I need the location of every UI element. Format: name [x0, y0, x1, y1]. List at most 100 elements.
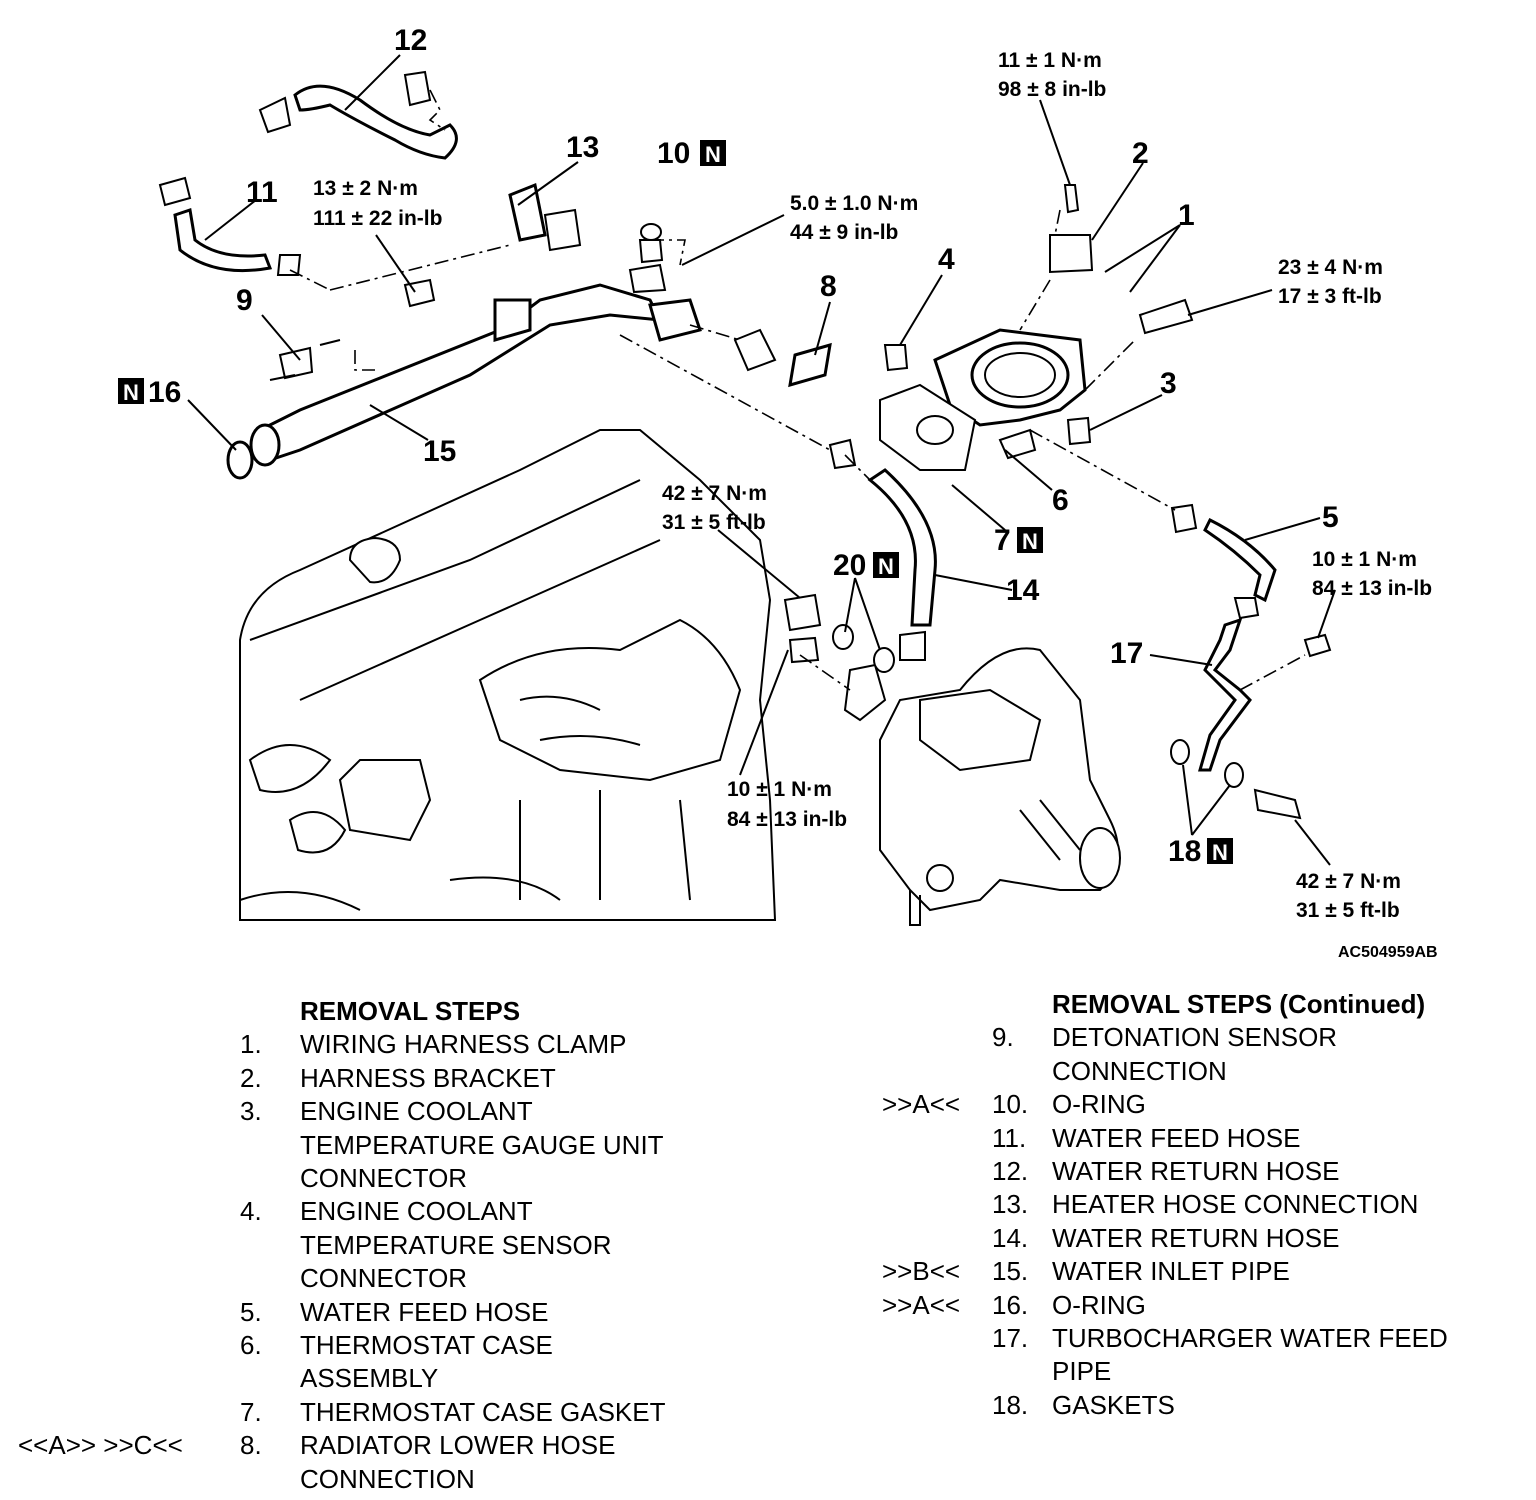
- step-item: 7. THERMOSTAT CASE GASKET: [0, 1396, 720, 1429]
- step-item: 14.WATER RETURN HOSE: [860, 1222, 1536, 1255]
- step-number: 3.: [240, 1096, 262, 1127]
- callout-8: 8: [820, 270, 837, 303]
- svg-text:N: N: [878, 554, 894, 579]
- callout-15: 15: [423, 435, 456, 468]
- exploded-view-diagram: 12 13 10 N 11 9 N 16 15 8 4 2 1 3 6 7 N …: [118, 24, 1438, 960]
- step-number: 13.: [992, 1189, 1029, 1220]
- assembly-lines: [289, 89, 1306, 691]
- step-item: 9.DETONATION SENSOR CONNECTION: [860, 1021, 1536, 1088]
- callout-16: 16: [148, 376, 181, 409]
- step-item: >>B<< 15. WATER INLET PIPE: [860, 1255, 1536, 1288]
- torque-nm: 10 ± 1 N·m: [1312, 548, 1417, 571]
- new-part-badge: N: [700, 140, 726, 167]
- step-text: HARNESS BRACKET: [300, 1062, 556, 1093]
- step-ref: <<A>> >>C<<: [18, 1430, 183, 1461]
- leader-lines: [187, 54, 1336, 866]
- engine-block: [239, 429, 777, 921]
- heater-hose-13: [508, 182, 582, 252]
- new-part-badge: N: [873, 552, 899, 579]
- step-number: 2.: [240, 1062, 262, 1093]
- step-number: 9.: [992, 1022, 1014, 1053]
- step-text: WATER RETURN HOSE: [1052, 1222, 1340, 1253]
- step-item: 17.TURBOCHARGER WATER FEED PIPE: [860, 1322, 1536, 1389]
- step-item: 6. THERMOSTAT CASE ASSEMBLY: [0, 1329, 720, 1396]
- step-text: ENGINE COOLANT TEMPERATURE GAUGE UNIT CO…: [300, 1096, 664, 1194]
- callout-20: 20: [833, 549, 866, 582]
- removal-steps-continued-list: REMOVAL STEPS (Continued) 9.DETONATION S…: [860, 988, 1536, 1422]
- step-ref: >>B<<: [882, 1256, 961, 1287]
- step-text: WATER FEED HOSE: [300, 1296, 549, 1327]
- figure-code: AC504959AB: [1338, 944, 1438, 960]
- torque-nm: 42 ± 7 N·m: [662, 482, 767, 505]
- step-number: 4.: [240, 1196, 262, 1227]
- callout-12: 12: [394, 24, 427, 57]
- torque-specs: 11 ± 1 N·m 98 ± 8 in-lb 23 ± 4 N·m 17 ± …: [313, 49, 1432, 922]
- step-text: O-RING: [1052, 1289, 1146, 1320]
- step-item: 3. ENGINE COOLANT TEMPERATURE GAUGE UNIT …: [0, 1095, 720, 1195]
- water-feed-hose-5: [1170, 503, 1277, 603]
- callout-9: 9: [236, 284, 253, 317]
- step-number: 5.: [240, 1296, 262, 1327]
- torque-imperial: 31 ± 5 ft-lb: [662, 511, 766, 534]
- step-number: 6.: [240, 1330, 262, 1361]
- water-return-hose-14: [828, 438, 937, 661]
- step-text: HEATER HOSE CONNECTION: [1052, 1189, 1419, 1220]
- callout-1: 1: [1178, 199, 1195, 232]
- callout-3: 3: [1160, 367, 1177, 400]
- callout-14: 14: [1006, 574, 1040, 607]
- step-number: 15.: [992, 1256, 1029, 1287]
- callout-17: 17: [1110, 637, 1143, 670]
- step-number: 7.: [240, 1396, 262, 1427]
- step-text: O-RING: [1052, 1089, 1146, 1120]
- step-number: 16.: [992, 1289, 1029, 1320]
- torque-imperial: 111 ± 22 in-lb: [313, 207, 442, 230]
- callout-6: 6: [1052, 484, 1069, 517]
- step-text: THERMOSTAT CASE ASSEMBLY: [300, 1330, 553, 1394]
- radiator-lower-hose-8: [733, 328, 832, 388]
- callout-10: 10: [657, 137, 690, 170]
- step-item: >>A<<10.O-RING: [860, 1088, 1536, 1121]
- step-text: RADIATOR LOWER HOSE CONNECTION: [300, 1430, 616, 1494]
- step-text: THERMOSTAT CASE GASKET: [300, 1396, 666, 1427]
- removal-steps-list: REMOVAL STEPS 1. WIRING HARNESS CLAMP 2. H…: [0, 995, 720, 1496]
- bolts: [269, 223, 895, 722]
- step-number: 12.: [992, 1156, 1029, 1187]
- torque-imperial: 84 ± 13 in-lb: [727, 808, 847, 831]
- step-item: 13. HEATER HOSE CONNECTION: [860, 1188, 1536, 1221]
- step-item: >>A<< 16. O-RING: [860, 1289, 1536, 1322]
- callouts: 12 13 10 N 11 9 N 16 15 8 4 2 1 3 6 7 N …: [118, 24, 1339, 868]
- step-ref: >>A<<: [882, 1289, 961, 1320]
- step-item: 2. HARNESS BRACKET: [0, 1062, 720, 1095]
- torque-nm: 11 ± 1 N·m: [998, 49, 1102, 72]
- callout-4: 4: [938, 243, 955, 276]
- turbo-water-feed-pipe-17: [1170, 597, 1332, 820]
- callout-5: 5: [1322, 501, 1339, 534]
- callout-11: 11: [246, 176, 278, 209]
- torque-nm: 5.0 ± 1.0 N·m: [790, 192, 918, 215]
- torque-imperial: 84 ± 13 in-lb: [1312, 577, 1432, 600]
- step-item: 1. WIRING HARNESS CLAMP: [0, 1028, 720, 1061]
- torque-imperial: 98 ± 8 in-lb: [998, 78, 1106, 101]
- removal-steps-heading: REMOVAL STEPS: [300, 996, 521, 1026]
- step-ref: >>A<<: [882, 1089, 961, 1120]
- svg-text:N: N: [1212, 840, 1228, 865]
- torque-nm: 23 ± 4 N·m: [1278, 256, 1383, 279]
- step-number: 1.: [240, 1029, 262, 1060]
- step-item: 5. WATER FEED HOSE: [0, 1296, 720, 1329]
- step-text: WIRING HARNESS CLAMP: [300, 1029, 627, 1060]
- step-text: WATER RETURN HOSE: [1052, 1156, 1340, 1187]
- torque-nm: 42 ± 7 N·m: [1296, 870, 1401, 893]
- torque-imperial: 17 ± 3 ft-lb: [1278, 285, 1382, 308]
- new-part-badge: N: [118, 378, 144, 405]
- step-item: 11.WATER FEED HOSE: [860, 1122, 1536, 1155]
- step-item: 4.ENGINE COOLANT TEMPERATURE SENSOR CONN…: [0, 1195, 720, 1295]
- svg-text:N: N: [1022, 529, 1038, 554]
- torque-nm: 13 ± 2 N·m: [313, 177, 418, 200]
- thermostat-case-assembly: [879, 184, 1194, 471]
- callout-13: 13: [566, 131, 599, 164]
- water-return-hose-12: [258, 70, 458, 160]
- step-text: GASKETS: [1052, 1389, 1175, 1420]
- step-number: 8.: [240, 1430, 262, 1461]
- step-number: 18.: [992, 1389, 1029, 1420]
- step-text: WATER INLET PIPE: [1052, 1256, 1290, 1287]
